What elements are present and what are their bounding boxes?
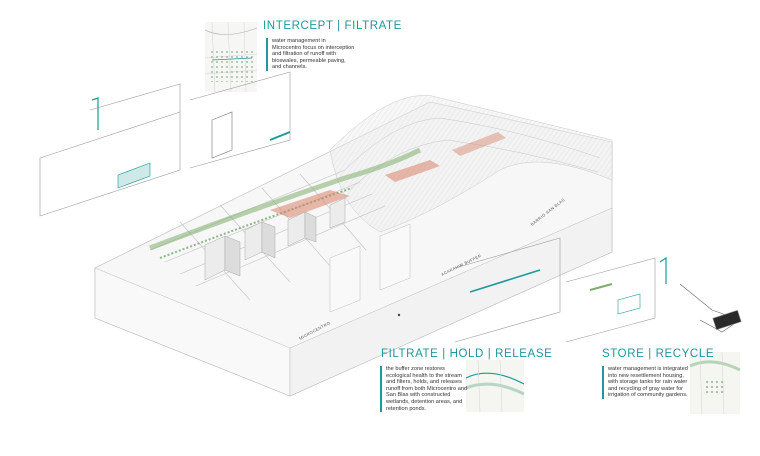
- buffer-thumbnail-map: [465, 359, 525, 413]
- buffer-description: the buffer zone restores ecological heal…: [380, 366, 468, 413]
- intercept-section-frames: [39, 71, 291, 217]
- store-section-frames: [454, 237, 742, 343]
- resettlement-thumbnail-map: [689, 351, 741, 415]
- intercept-thumbnail-map: [204, 21, 258, 93]
- intercept-title: INTERCEPT | FILTRATE: [263, 20, 402, 32]
- intercept-description: water management in Microcentro focus on…: [266, 38, 356, 71]
- city-massing: [94, 95, 613, 397]
- buffer-title: FILTRATE | HOLD | RELEASE: [381, 348, 553, 360]
- store-description: water management is integrated into new …: [602, 366, 692, 399]
- store-title: STORE | RECYCLE: [602, 348, 715, 360]
